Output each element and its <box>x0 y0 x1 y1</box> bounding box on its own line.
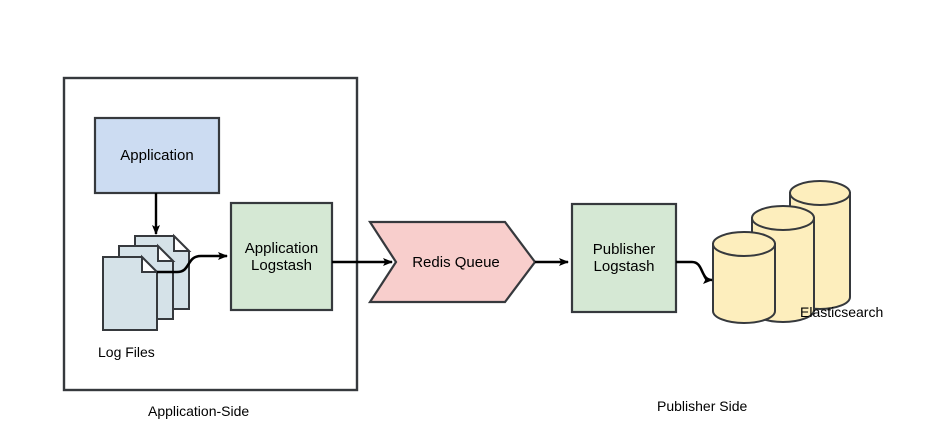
edge-log-files-to-application-logstash <box>157 252 228 274</box>
group-application-side-label: Application-Side <box>148 403 250 419</box>
node-log-files[interactable] <box>102 233 192 331</box>
node-application-logstash[interactable] <box>229 201 334 312</box>
group-publisher-side-label: Publisher Side <box>657 398 748 414</box>
log-file-fold-front <box>141 254 160 273</box>
cylinder-front <box>712 231 776 324</box>
node-elasticsearch[interactable] <box>712 180 851 324</box>
node-elasticsearch-label: Elasticsearch <box>800 304 884 320</box>
log-file-page-front <box>102 256 158 331</box>
node-redis-queue[interactable] <box>367 220 537 304</box>
node-application[interactable] <box>93 116 221 195</box>
node-publisher-logstash[interactable] <box>570 202 678 314</box>
group-application-side <box>62 76 359 392</box>
log-file-fold-back <box>173 233 192 252</box>
log-file-fold-middle <box>157 243 176 262</box>
node-log-files-label: Log Files <box>98 344 155 360</box>
edge-publisher-logstash-to-elasticsearch <box>676 260 713 284</box>
